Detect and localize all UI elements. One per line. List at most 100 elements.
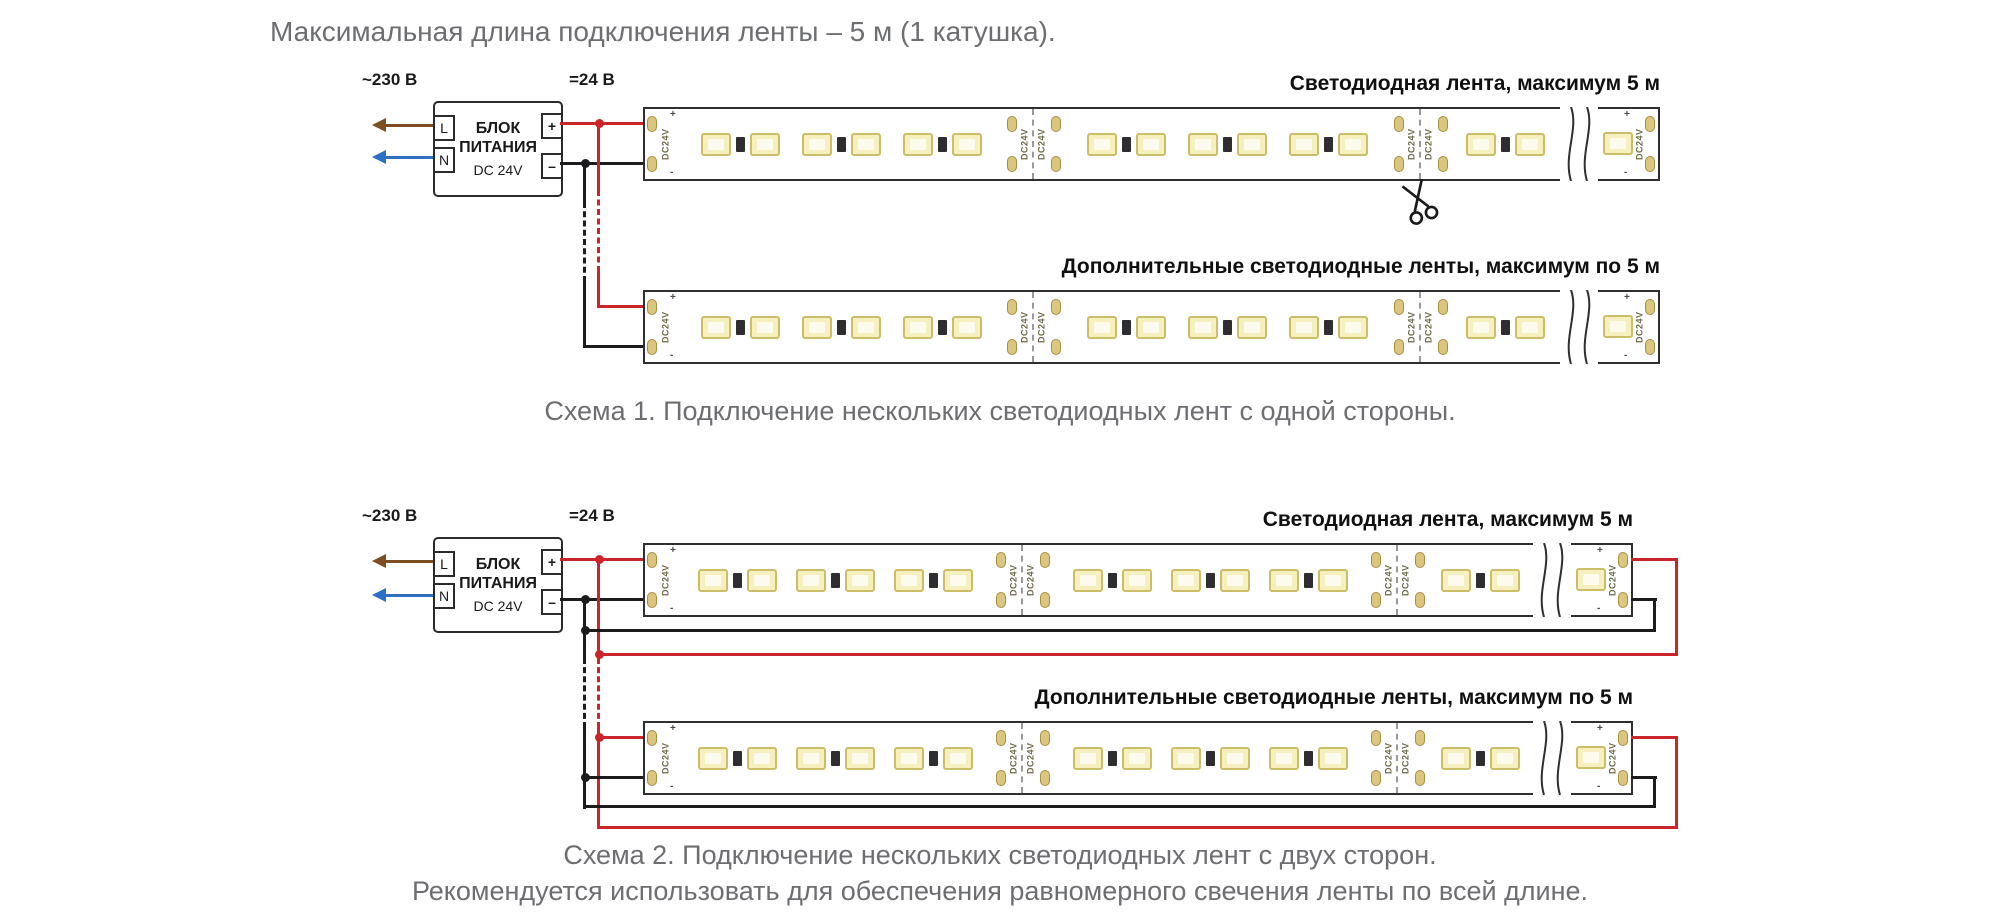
minus-mark: -: [670, 350, 674, 361]
wire-positive-dashed: [597, 658, 600, 728]
strip-segment: [1054, 723, 1367, 793]
wire-positive: [597, 305, 645, 308]
strip-segment: [1452, 109, 1560, 179]
solder-pad: [647, 116, 657, 132]
solder-pad: [1039, 592, 1050, 608]
cut-line: [1418, 292, 1421, 362]
led-chip: [1219, 568, 1250, 592]
solder-pad: [1393, 299, 1404, 315]
scheme1-caption: Схема 1. Подключение нескольких светодио…: [544, 396, 1456, 426]
resistor-chip: [1107, 572, 1117, 588]
solder-pad: [1437, 156, 1448, 172]
led-cluster: [795, 568, 875, 592]
resistor-chip: [1323, 136, 1333, 152]
led-cluster: [1441, 568, 1521, 592]
wire-positive: [597, 559, 600, 658]
resistor-chip: [1223, 319, 1233, 335]
led-chip: [1515, 132, 1546, 156]
led-chip: [1337, 132, 1368, 156]
resistor-chip: [1205, 572, 1215, 588]
output-voltage-label: =24 В: [569, 70, 615, 89]
solder-pad: [1437, 116, 1448, 132]
led-chip: [902, 315, 933, 339]
dc24v-label: DC24V: [1383, 742, 1394, 774]
led-cluster: [893, 746, 973, 770]
wire-negative: [583, 282, 586, 347]
psu-name-line1: БЛОК: [475, 119, 521, 137]
solder-pad: [1414, 730, 1425, 746]
wire-negative-dashed: [583, 202, 586, 282]
solder-pad: [1618, 592, 1628, 608]
led-chip: [1170, 568, 1201, 592]
led-chip: [1188, 315, 1219, 339]
page-title: Максимальная длина подключения ленты – 5…: [270, 16, 1056, 47]
resistor-chip: [1476, 572, 1486, 588]
led-chip: [850, 315, 881, 339]
solder-pad: [1039, 770, 1050, 786]
plus-mark: +: [1597, 723, 1603, 734]
led-chip: [1170, 746, 1201, 770]
strip-segment: [1054, 545, 1367, 615]
led-chip: [749, 315, 780, 339]
wire-positive: [597, 736, 645, 739]
led-cluster: [801, 132, 881, 156]
wire-negative: [560, 162, 646, 165]
minus-mark: -: [1623, 167, 1628, 178]
solder-pad: [1393, 339, 1404, 355]
plus-mark: +: [670, 292, 676, 303]
strip-segment: [679, 292, 1003, 362]
led-cluster: [1288, 315, 1368, 339]
resistor-chip: [735, 319, 745, 335]
strip-break: [1559, 107, 1598, 181]
resistor-chip: [1476, 750, 1486, 766]
solder-pad: [1051, 299, 1062, 315]
strip-break: [1533, 721, 1571, 795]
wire-negative-return: [583, 805, 1656, 808]
neutral-wire: [386, 594, 434, 597]
resistor-chip: [732, 750, 742, 766]
terminal-plus: +: [541, 113, 563, 139]
psu-name-line1: БЛОК: [475, 555, 521, 573]
led-cluster: [893, 568, 973, 592]
strip-break: [1559, 290, 1598, 364]
led-chip: [700, 132, 731, 156]
dc24v-label: DC24V: [1008, 742, 1019, 774]
led-chip: [1602, 315, 1633, 338]
solder-pad: [1618, 730, 1628, 746]
led-chip: [1072, 746, 1103, 770]
led-chip: [902, 132, 933, 156]
phase-arrow-icon: [372, 554, 386, 568]
terminal-N: N: [433, 147, 455, 173]
led-cluster: [1466, 132, 1546, 156]
led-cluster: [1072, 568, 1152, 592]
solder-pad: [1414, 592, 1425, 608]
led-cluster: [697, 568, 777, 592]
led-chip: [801, 315, 832, 339]
input-voltage-label: ~230 В: [362, 506, 418, 525]
solder-pad: [1039, 552, 1050, 568]
solder-pad: [995, 552, 1006, 568]
solder-pad: [995, 770, 1006, 786]
led-chip: [1136, 132, 1167, 156]
terminal-minus: –: [541, 153, 563, 179]
resistor-chip: [1107, 750, 1117, 766]
wire-negative: [1631, 598, 1657, 601]
led-chip: [1576, 746, 1606, 769]
led-cluster: [801, 315, 881, 339]
strip-end-connector: DC24V+-: [1571, 723, 1631, 793]
minus-mark: -: [670, 603, 674, 614]
solder-pad: [647, 339, 657, 355]
led-cluster: [1466, 315, 1546, 339]
solder-pad: [1393, 116, 1404, 132]
led-chip: [1317, 746, 1348, 770]
led-chip: [1188, 132, 1219, 156]
wire-negative: [1653, 599, 1656, 632]
solder-pad: [1007, 116, 1018, 132]
